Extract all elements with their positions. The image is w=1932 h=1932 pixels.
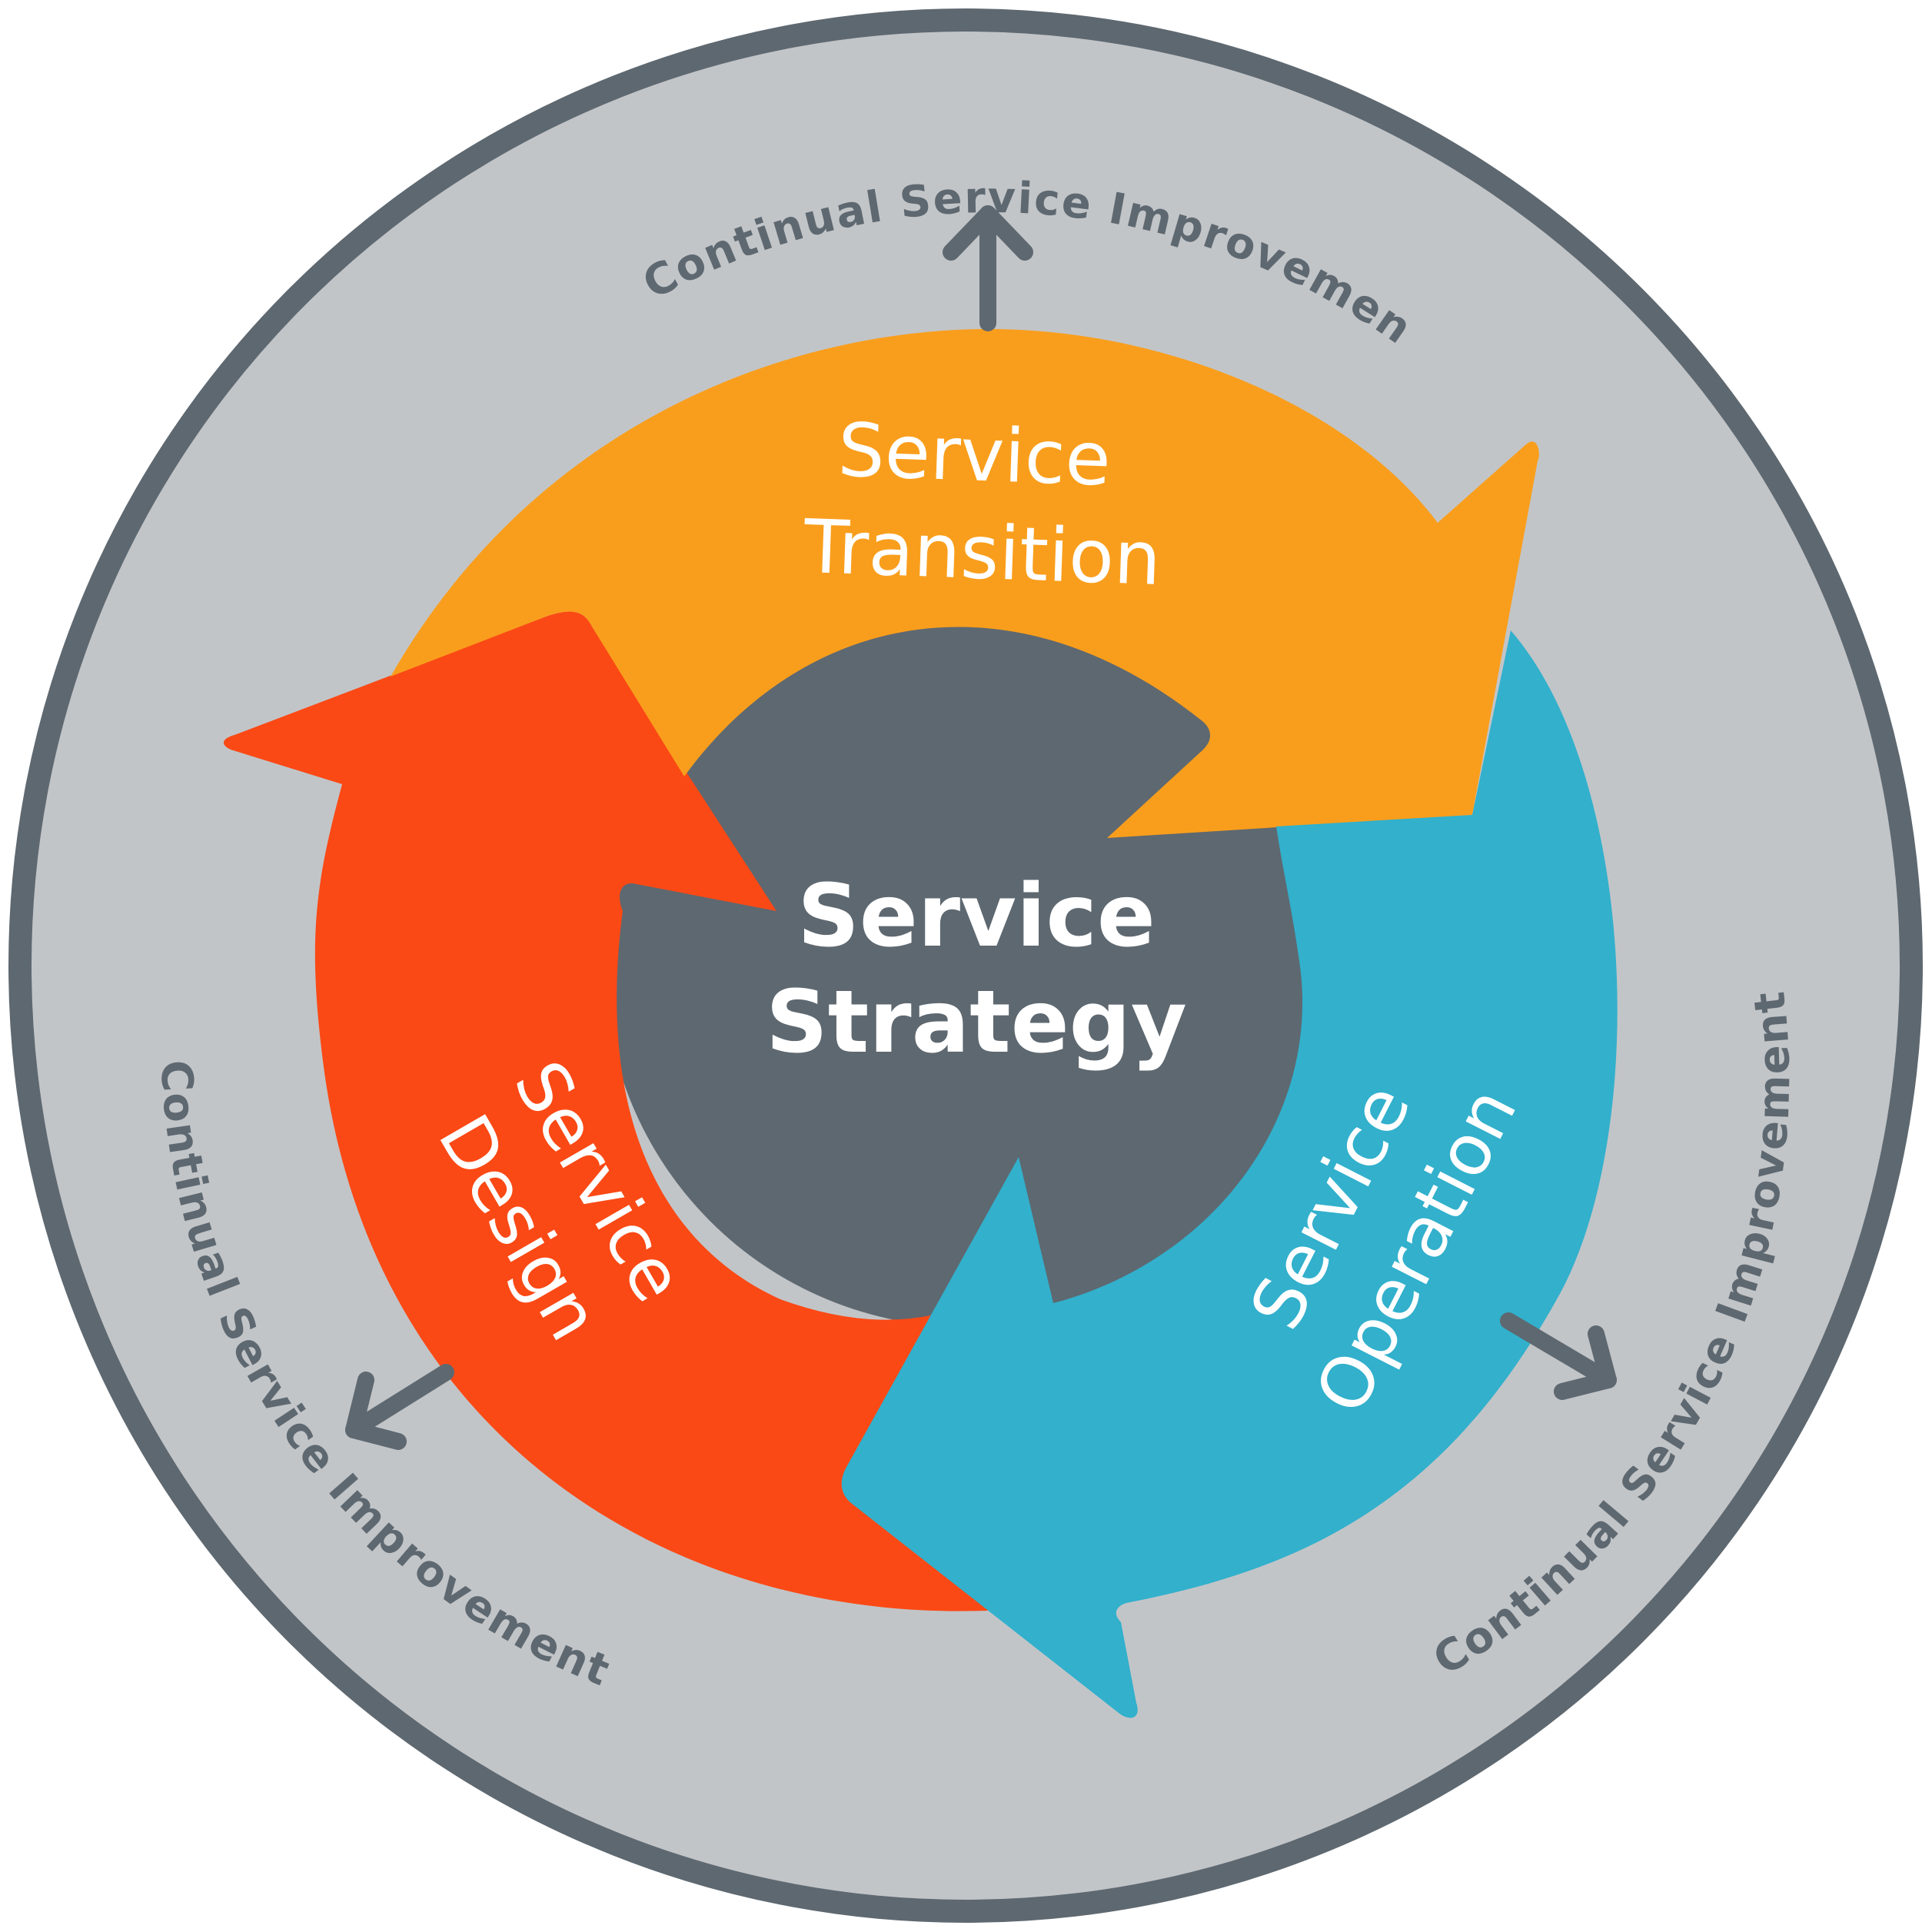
strategy-hub	[604, 604, 1327, 1327]
design-arrow	[223, 611, 988, 1611]
csi-arrow-down-right-icon	[1500, 1312, 1617, 1400]
transition-label-line1: Service	[836, 407, 1112, 502]
transition-label: Service Transition	[802, 407, 1162, 602]
operation-arrow	[841, 630, 1618, 1718]
transition-label-line2: Transition	[802, 504, 1162, 602]
strategy-label-line2: Strategy	[766, 973, 1187, 1072]
transition-arrow	[391, 328, 1539, 838]
csi-arrow-up-icon	[943, 205, 1033, 331]
strategy-label-line1: Service	[797, 866, 1156, 966]
csi-arrow-down-left-icon	[345, 1364, 454, 1450]
